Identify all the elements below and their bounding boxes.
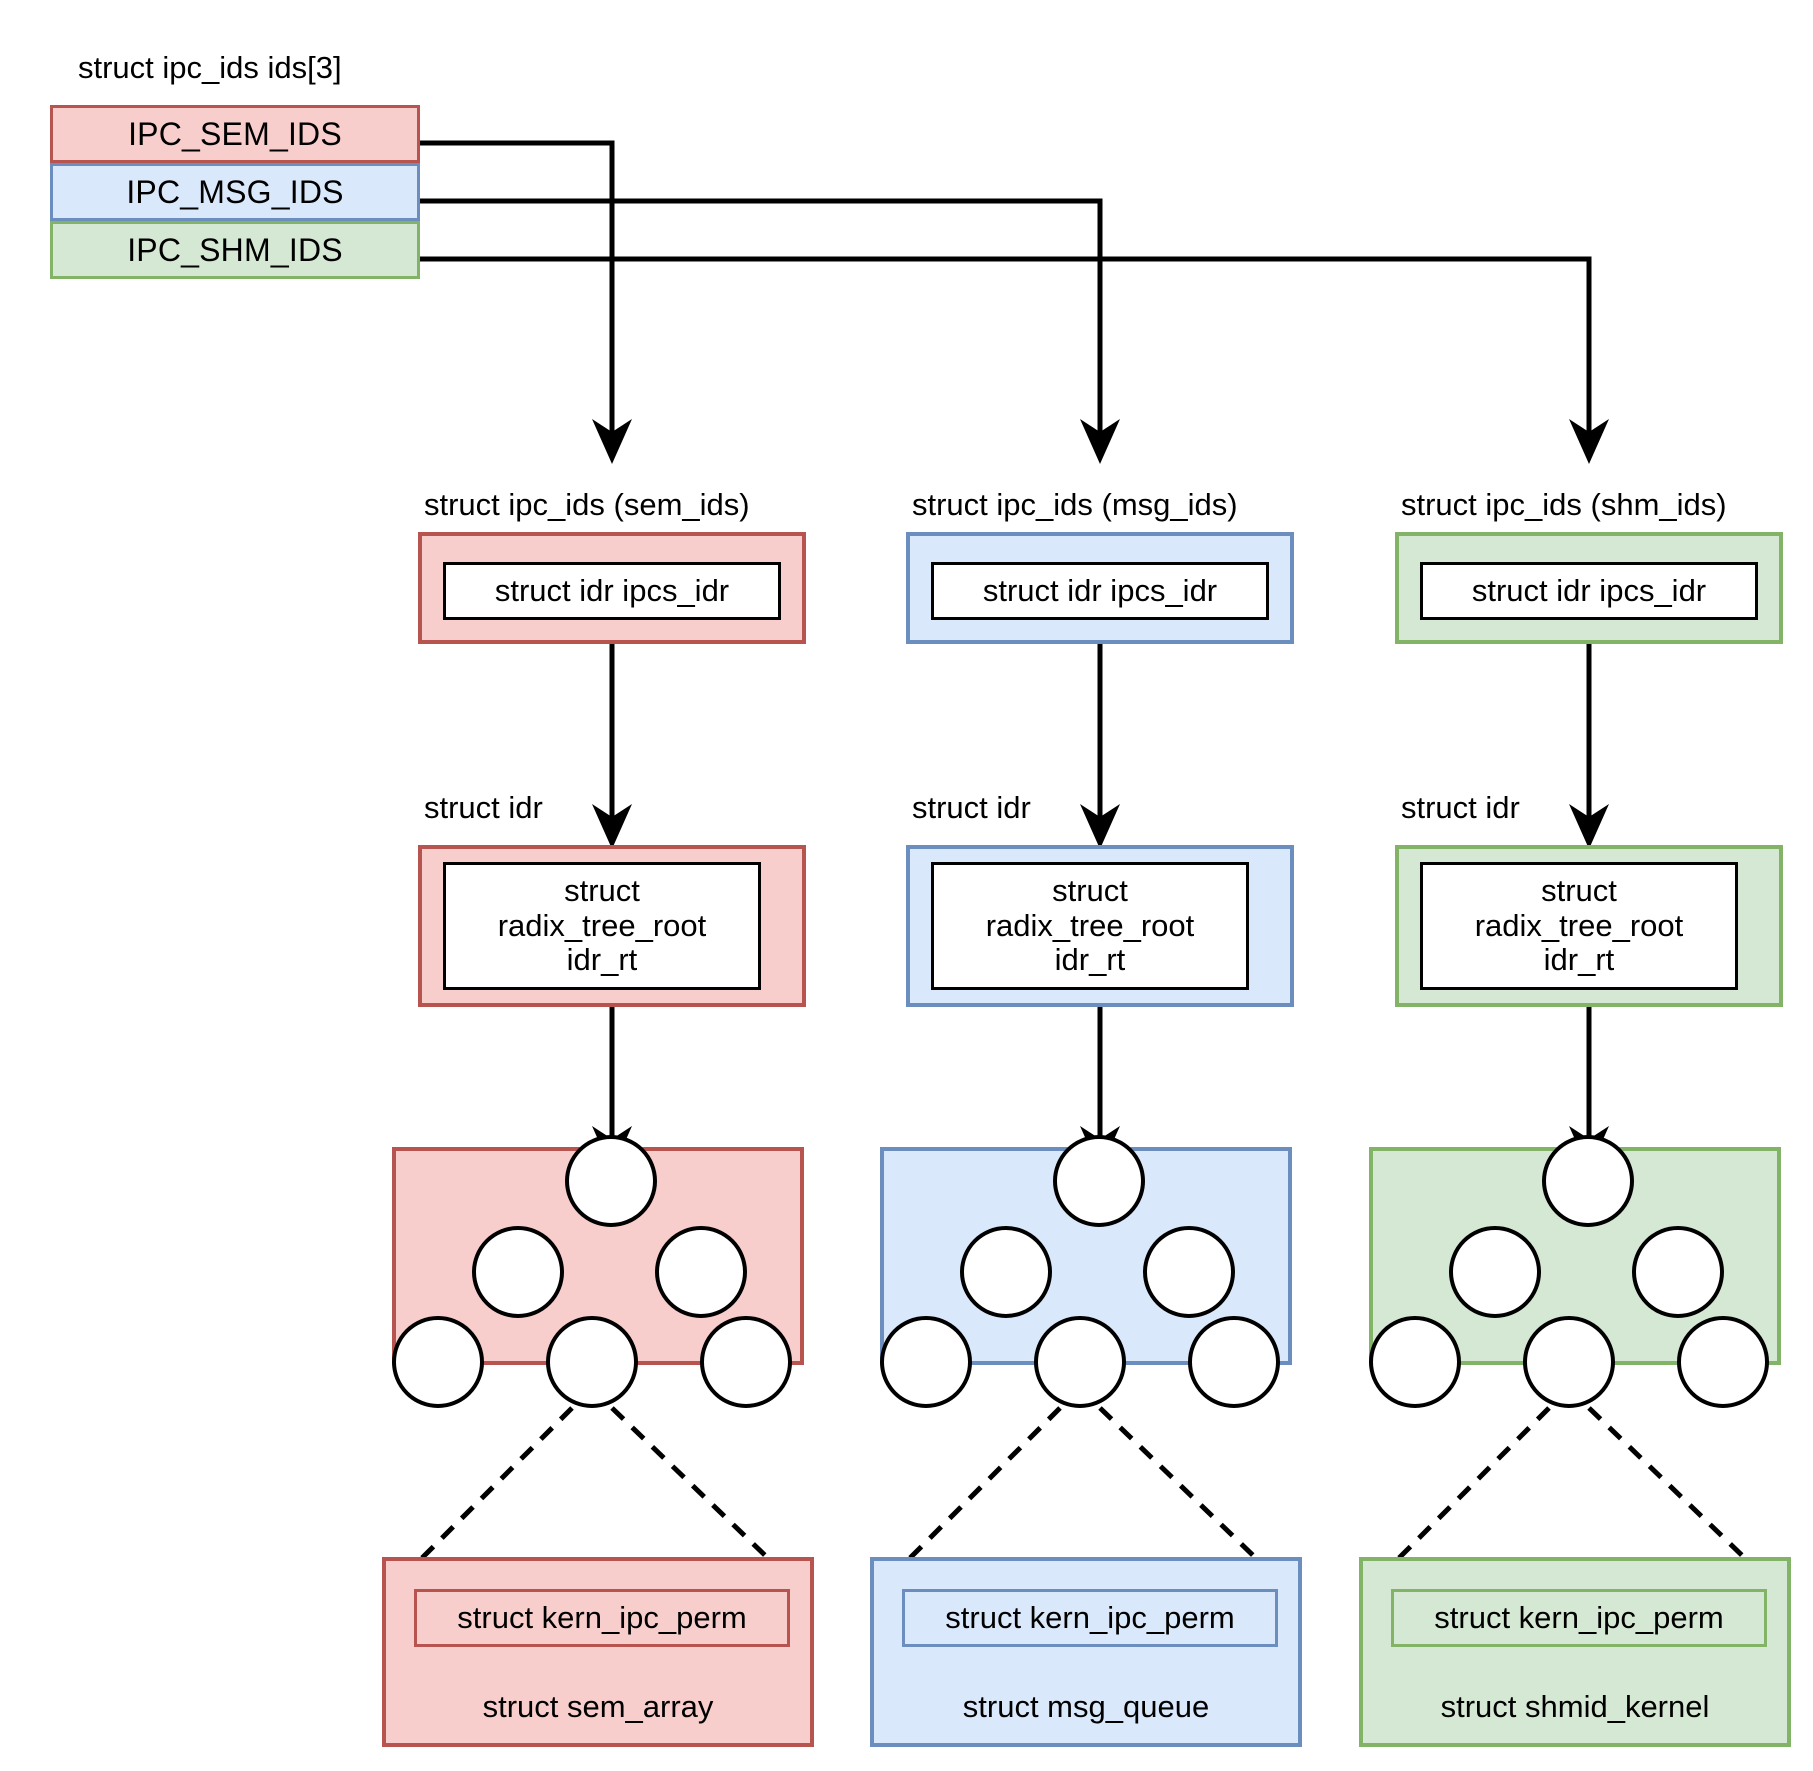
- shm-tree-node-leaf-3[interactable]: [1677, 1316, 1769, 1408]
- sem-idr-caption: struct idr: [424, 790, 543, 825]
- sem-ipcs-idr-box[interactable]: struct idr ipcs_idr: [443, 562, 781, 620]
- ids-cell-msg[interactable]: IPC_MSG_IDS: [50, 163, 420, 221]
- ids-cell-sem[interactable]: IPC_SEM_IDS: [50, 105, 420, 163]
- msg-tree-node-leaf-2[interactable]: [1034, 1316, 1126, 1408]
- sem-tree-node-l1-right[interactable]: [655, 1226, 747, 1318]
- sem-tree-node-leaf-2[interactable]: [546, 1316, 638, 1408]
- msg-ipc-ids-caption: struct ipc_ids (msg_ids): [912, 487, 1238, 522]
- sem-ipc-ids-caption: struct ipc_ids (sem_ids): [424, 487, 750, 522]
- ids-cell-shm[interactable]: IPC_SHM_IDS: [50, 221, 420, 279]
- sem-tree-node-leaf-1[interactable]: [392, 1316, 484, 1408]
- sem-kern-ipc-perm-box[interactable]: struct kern_ipc_perm: [414, 1589, 790, 1647]
- ids-cell-sem-label: IPC_SEM_IDS: [128, 115, 342, 152]
- msg-tree-node-l1-right[interactable]: [1143, 1226, 1235, 1318]
- sem-object-label: struct sem_array: [482, 1689, 714, 1724]
- shm-tree-node-leaf-2[interactable]: [1523, 1316, 1615, 1408]
- sem-radix-root-line-1: struct: [564, 872, 640, 908]
- shm-ipc-ids-caption: struct ipc_ids (shm_ids): [1401, 487, 1727, 522]
- dashed-links-msg: [904, 1406, 1262, 1564]
- sem-ipcs-idr-label: struct idr ipcs_idr: [494, 572, 730, 608]
- msg-kern-ipc-perm-box[interactable]: struct kern_ipc_perm: [902, 1589, 1278, 1647]
- shm-radix-root-line-1: struct: [1541, 872, 1617, 908]
- sem-object-box[interactable]: struct kern_ipc_perm struct sem_array: [382, 1557, 814, 1747]
- shm-radix-root-line-2: radix_tree_root: [1474, 907, 1684, 943]
- shm-object-box[interactable]: struct kern_ipc_perm struct shmid_kernel: [1359, 1557, 1791, 1747]
- edge-shm-ids-to-shm-ipc-ids: [419, 256, 1609, 465]
- ids-cell-msg-label: IPC_MSG_IDS: [126, 173, 344, 210]
- msg-tree-node-l1-left[interactable]: [960, 1226, 1052, 1318]
- dashed-links-shm: [1393, 1406, 1751, 1564]
- msg-radix-tree-root-box[interactable]: struct radix_tree_root idr_rt: [931, 862, 1249, 990]
- sem-kern-ipc-perm-label: struct kern_ipc_perm: [457, 1600, 747, 1635]
- shm-tree-node-l1-right[interactable]: [1632, 1226, 1724, 1318]
- msg-radix-root-line-1: struct: [1052, 872, 1128, 908]
- msg-ipcs-idr-box[interactable]: struct idr ipcs_idr: [931, 562, 1269, 620]
- msg-tree-node-root[interactable]: [1053, 1135, 1145, 1227]
- shm-idr-caption: struct idr: [1401, 790, 1520, 825]
- ids-array-label: struct ipc_ids ids[3]: [78, 50, 342, 85]
- msg-ipcs-idr-label: struct idr ipcs_idr: [982, 572, 1218, 608]
- ids-cell-shm-label: IPC_SHM_IDS: [127, 231, 343, 268]
- shm-tree-node-leaf-1[interactable]: [1369, 1316, 1461, 1408]
- msg-object-box[interactable]: struct kern_ipc_perm struct msg_queue: [870, 1557, 1302, 1747]
- shm-kern-ipc-perm-label: struct kern_ipc_perm: [1434, 1600, 1724, 1635]
- shm-radix-root-line-3: idr_rt: [1543, 942, 1615, 978]
- shm-tree-node-l1-left[interactable]: [1449, 1226, 1541, 1318]
- msg-radix-root-line-3: idr_rt: [1054, 942, 1126, 978]
- msg-tree-node-leaf-1[interactable]: [880, 1316, 972, 1408]
- edge-msg-ids-to-msg-ipc-ids: [419, 198, 1120, 465]
- sem-tree-node-root[interactable]: [565, 1135, 657, 1227]
- shm-radix-tree-root-box[interactable]: struct radix_tree_root idr_rt: [1420, 862, 1738, 990]
- sem-tree-node-leaf-3[interactable]: [700, 1316, 792, 1408]
- sem-radix-root-line-2: radix_tree_root: [497, 907, 707, 943]
- shm-tree-node-root[interactable]: [1542, 1135, 1634, 1227]
- sem-radix-root-line-3: idr_rt: [566, 942, 638, 978]
- msg-radix-root-line-2: radix_tree_root: [985, 907, 1195, 943]
- edge-sem-ids-to-sem-ipc-ids: [419, 140, 632, 465]
- sem-tree-node-l1-left[interactable]: [472, 1226, 564, 1318]
- shm-ipcs-idr-label: struct idr ipcs_idr: [1471, 572, 1707, 608]
- dashed-links-sem: [416, 1406, 774, 1564]
- shm-ipcs-idr-box[interactable]: struct idr ipcs_idr: [1420, 562, 1758, 620]
- msg-tree-node-leaf-3[interactable]: [1188, 1316, 1280, 1408]
- msg-kern-ipc-perm-label: struct kern_ipc_perm: [945, 1600, 1235, 1635]
- msg-idr-caption: struct idr: [912, 790, 1031, 825]
- shm-kern-ipc-perm-box[interactable]: struct kern_ipc_perm: [1391, 1589, 1767, 1647]
- shm-object-label: struct shmid_kernel: [1440, 1689, 1710, 1724]
- sem-radix-tree-root-box[interactable]: struct radix_tree_root idr_rt: [443, 862, 761, 990]
- msg-object-label: struct msg_queue: [962, 1689, 1210, 1724]
